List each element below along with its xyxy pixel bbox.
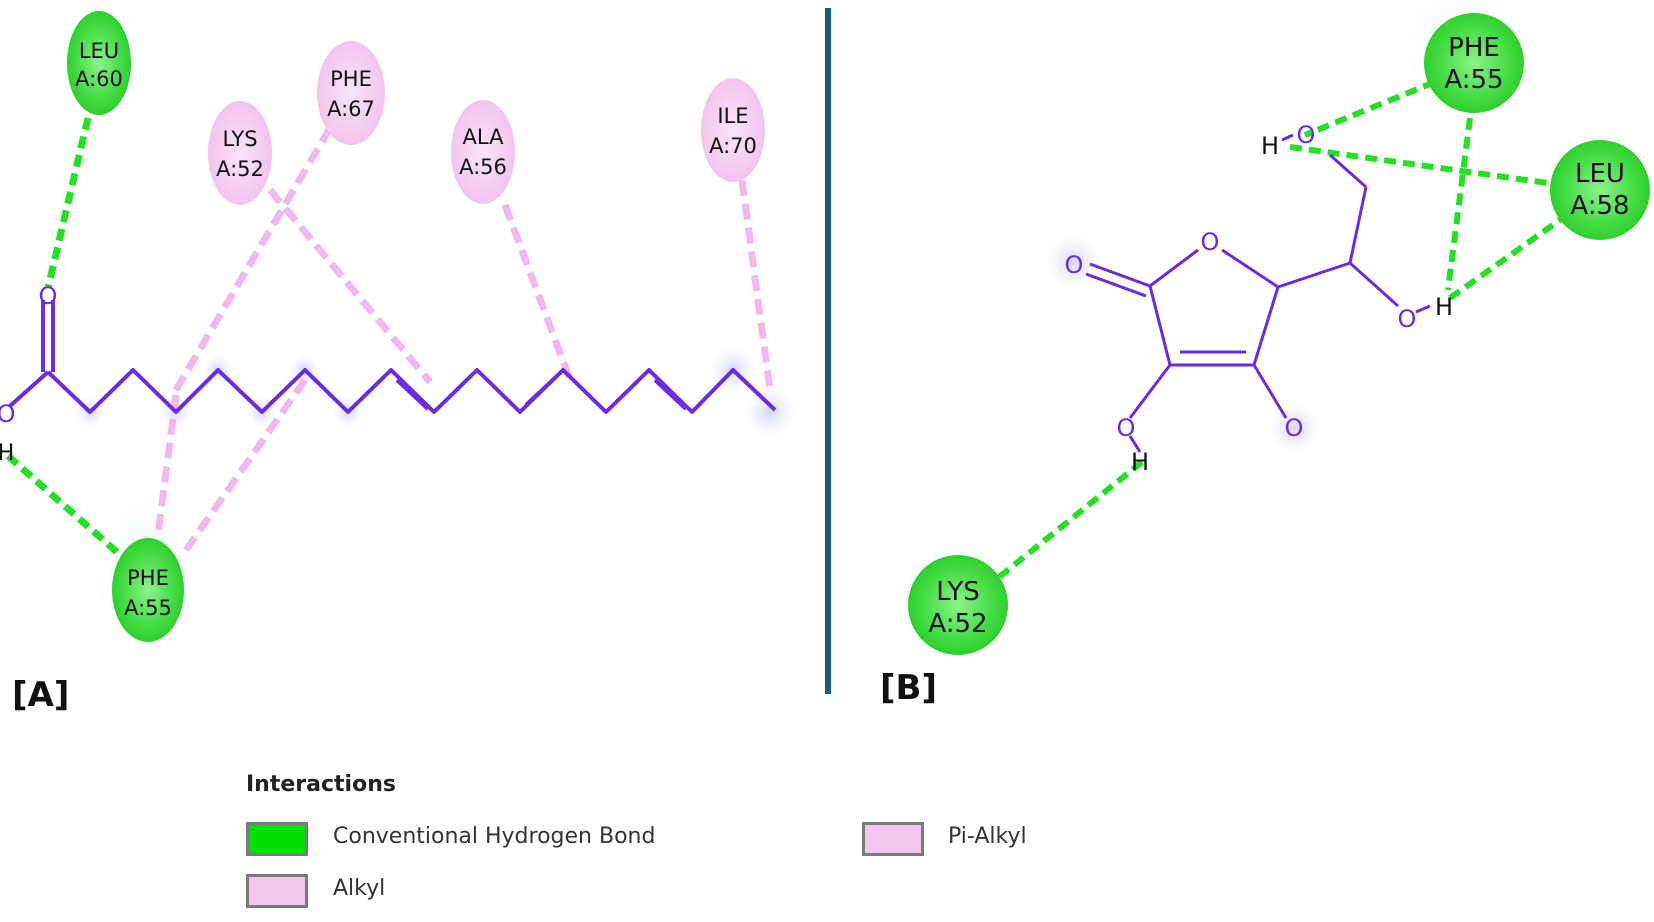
residue-phe55-a: PHE A:55 <box>112 538 184 642</box>
residue-leu60-a: LEU A:60 <box>67 11 131 115</box>
residue-lys52-name: LYS <box>222 127 257 151</box>
atom-oxygen-carbonyl-a: O <box>39 282 58 310</box>
residue-phe55-b: PHE A:55 <box>1424 13 1524 113</box>
residue-phe55-name: PHE <box>127 566 169 590</box>
atom-oxygen-enol1-b: O <box>1117 414 1136 442</box>
residue-leu58-b-name: LEU <box>1575 159 1625 189</box>
residue-lys52-b-id: A:52 <box>928 609 987 639</box>
residue-phe55-b-name: PHE <box>1448 33 1500 63</box>
residue-leu60-name: LEU <box>79 39 119 63</box>
atom-hydrogen-top-b: H <box>1261 132 1279 160</box>
residue-phe67-a: PHE A:67 <box>317 41 385 145</box>
hbonds-a <box>5 117 129 563</box>
panel-b-label: [B] <box>880 668 937 708</box>
atom-hydrogen-a: H <box>0 441 14 466</box>
residue-ile70-name: ILE <box>717 104 748 128</box>
residue-ala56-a: ALA A:56 <box>451 100 515 204</box>
atom-oxygen-ring-b: O <box>1201 228 1220 256</box>
residue-ile70-a: ILE A:70 <box>701 78 765 182</box>
alkyl-interactions-a <box>154 126 774 553</box>
ligand-chain-a <box>8 300 777 414</box>
residue-lys52-id: A:52 <box>216 157 264 181</box>
residue-phe67-id: A:67 <box>327 97 375 121</box>
residue-leu60-id: A:60 <box>75 67 123 91</box>
atom-oxygen-top-b: O <box>1297 121 1316 149</box>
residue-lys52-b-name: LYS <box>936 577 979 607</box>
residue-lys52-a: LYS A:52 <box>208 101 272 205</box>
residue-phe55-id: A:55 <box>124 596 172 620</box>
atom-oxygen-carbonyl-b: O <box>1065 251 1084 279</box>
residue-leu58-b: LEU A:58 <box>1550 140 1650 240</box>
panel-b: O O O O O O H H H PHE A:55 LEU A:58 LYS … <box>908 0 1650 655</box>
residue-phe67-name: PHE <box>330 67 372 91</box>
residue-ile70-id: A:70 <box>709 134 757 158</box>
residue-phe55-b-id: A:55 <box>1444 65 1503 95</box>
ligand-ring-b <box>1085 133 1431 453</box>
atom-oxygen-side-b: O <box>1398 305 1417 333</box>
hbonds-b <box>996 72 1577 581</box>
atom-oxygen-hydroxyl-a: O <box>0 400 15 428</box>
atom-hydrogen-side-b: H <box>1435 293 1453 321</box>
residue-leu58-b-id: A:58 <box>1570 191 1629 221</box>
residue-ala56-id: A:56 <box>459 155 507 179</box>
residue-lys52-b: LYS A:52 <box>908 555 1008 655</box>
panel-a-label: [A] <box>12 675 70 715</box>
residue-ala56-name: ALA <box>463 125 505 149</box>
atom-hydrogen-enol-b: H <box>1131 448 1149 476</box>
atom-oxygen-enol2-b: O <box>1285 414 1304 442</box>
panel-a: O O H LEU A:60 PHE A:67 LYS A:52 ALA A:5… <box>0 11 796 642</box>
